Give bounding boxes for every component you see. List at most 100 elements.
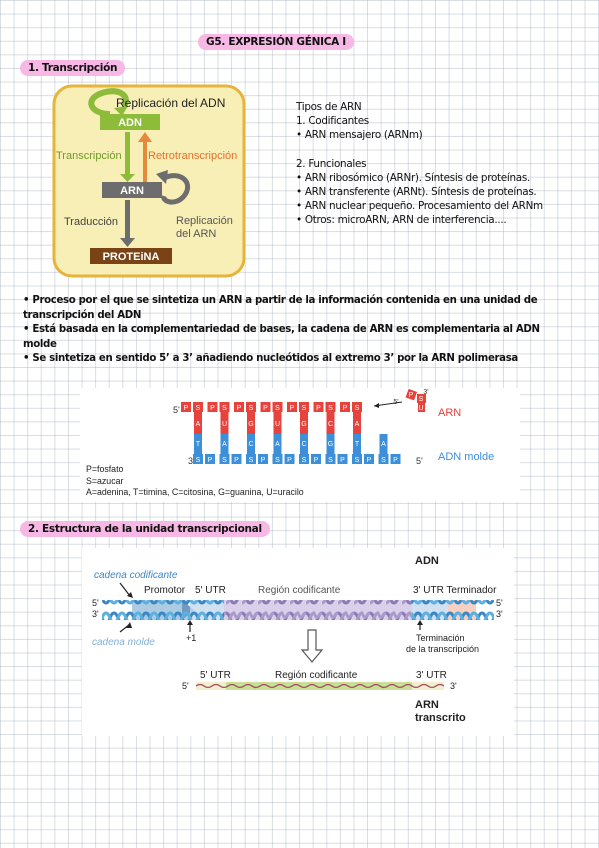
label-arn-transcrito-2: transcrito [415,712,466,724]
label-replicacion-arn-2: del ARN [176,228,216,240]
dna-base-label: T [355,441,360,448]
label-5prime-bottom: 5' [416,456,423,466]
dna-phosphate [311,454,321,464]
rna-base [300,412,308,434]
rna-base-label: G [248,421,253,428]
rna-type-item: • Otros: microARN, ARN de interferencia.… [296,214,507,227]
label-promotor: Promotor [144,585,186,596]
dna-phosphate-label: P [393,457,398,464]
dna-sugar [193,454,203,464]
rna-sugar-label: S [249,405,254,412]
rna-phosphate [207,402,218,412]
rna-sugar-label: S [302,405,307,412]
rna-base [247,412,255,434]
label-cadena-codificante: cadena codificante [94,570,178,581]
rna-replication-loop-icon [161,173,191,205]
rna-type-item: • ARN ribosómico (ARNr). Síntesis de pro… [296,171,530,184]
rna-phosphate [313,402,324,412]
dna-sugar [246,454,256,464]
rna-transcript-line [195,683,445,689]
legend-item: A=adenina, T=timina, C=citosina, G=guani… [86,487,304,497]
dna-sugar [325,454,336,464]
dna-phosphate-label: P [287,457,292,464]
transcription-arrow-icon [120,174,135,182]
label-arn-transcrito-1: ARN [415,699,439,711]
label-5prime-top: 5' [173,405,180,415]
dna-base-label: A [222,441,227,448]
label-replicacion-arn-1: Replicación [176,215,233,227]
central-dogma-diagram: Replicación del ADN ADN Transcripción Re… [52,84,247,278]
rna-base-label: A [355,421,360,428]
label-5-left: 5' [92,598,99,608]
dna-base-label: A [381,441,386,448]
rna-base [273,412,282,434]
proteina-box [90,248,172,264]
label-region-codificante: Región codificante [258,585,341,596]
dna-phosphate [258,454,268,464]
dna-phosphate-label: P [340,457,345,464]
dna-base-label: A [275,441,280,448]
label-proteina: PROTEiNA [103,251,160,263]
rna-base-label: A [196,421,201,428]
rna-phosphate-label: P [184,405,189,412]
dna-sugar-label: S [302,457,307,464]
dna-sugar-label: S [381,457,386,464]
label-5-arn: 5' [182,681,189,691]
arrow-icon [187,620,193,625]
rna-phosphate [340,402,350,412]
section-heading-estructura: 2. Estructura de la unidad transcripcion… [20,521,270,537]
dna-base [353,434,361,454]
rna-phosphate-label: P [316,405,321,412]
label-3utr-bottom: 3' UTR [416,670,447,681]
rna-type-item: • ARN transferente (ARNt). Síntesis de p… [296,186,537,199]
label-3utr-terminador: 3' UTR Terminador [413,585,497,596]
dna-helix-coding [224,600,412,620]
rna-sugar [193,402,203,412]
dna-sugar [378,454,389,464]
incoming-base [418,402,425,412]
rna-types-codificantes: 1. Codificantes [296,115,369,128]
legend-item: S=azucar [86,475,124,486]
dna-sugar [219,454,230,464]
rna-phosphate-label: P [237,405,242,412]
translation-arrow-icon [120,238,135,247]
legend-item: P=fosfato [86,464,124,474]
rna-base [353,412,361,434]
dna-base-label: C [248,441,253,448]
rna-phosphate-label: P [343,405,348,412]
label-3-arn: 3' [450,681,457,691]
bullet-item: • Proceso por el que se sintetiza un ARN… [23,295,538,321]
rna-base [326,412,335,434]
label-retrotranscripcion: Retrotranscripción [148,150,237,162]
label-adn-top: ADN [415,555,439,567]
arrow-icon [417,620,423,625]
dna-base [379,434,388,454]
rna-sugar-label: S [196,405,201,412]
retro-arrow-icon [138,132,152,142]
rna-phosphate-label: P [263,405,268,412]
label-3-right: 3' [496,609,503,619]
dna-phosphate-label: P [261,457,266,464]
transcription-bullets: • Proceso por el que se sintetiza un ARN… [23,294,568,367]
rna-phosphate [260,402,271,412]
dna-base-label: G [328,441,333,448]
incoming-sugar-label: S [419,396,424,403]
label-5utr-bottom: 5' UTR [200,670,231,681]
arrowhead-icon [374,403,379,408]
dna-base [220,434,229,454]
dna-base-label: C [301,441,306,448]
rna-sugar [352,402,362,412]
transcription-unit-figure: ADN cadena codificante Promotor 5' UTR R… [82,548,514,736]
dna-phosphate [205,454,215,464]
dna-phosphate-label: P [367,457,372,464]
label-traduccion: Traducción [64,216,118,228]
dna-phosphate-label: P [314,457,319,464]
rna-types-funcionales: 2. Funcionales [296,157,367,170]
rna-sugar-label: S [328,405,333,412]
dna-phosphate-label: P [234,457,239,464]
rna-base-label: C [328,421,333,428]
adn-box [100,114,160,130]
arn-box [102,182,162,198]
dna-phosphate [231,454,242,464]
